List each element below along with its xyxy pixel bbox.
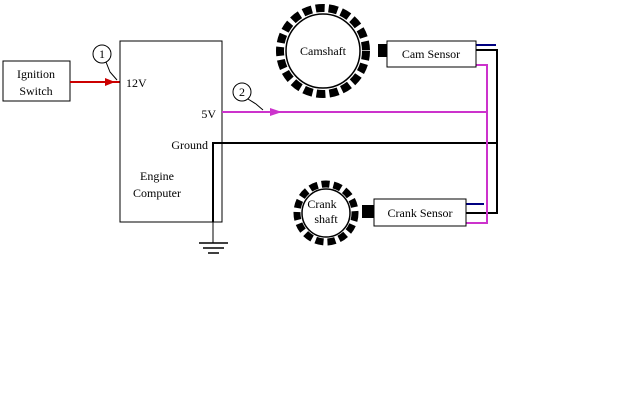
crank-sensor-label: Crank Sensor	[388, 206, 453, 220]
callout-2-label: 2	[239, 85, 245, 99]
callout-1: 1	[92, 44, 118, 81]
pin-5v-label: 5V	[201, 107, 216, 121]
engine-computer-label-1: Engine	[140, 169, 174, 183]
ignition-switch-label-2: Switch	[19, 84, 52, 98]
crankshaft-label-2: shaft	[314, 212, 338, 226]
ignition-switch: Ignition Switch	[2, 60, 71, 102]
wire-signal	[466, 44, 496, 205]
wire-12v	[70, 78, 120, 86]
callout-2: 2	[232, 82, 264, 111]
engine-computer-label-2: Computer	[133, 186, 181, 200]
cam-sensor: Cam Sensor	[378, 40, 477, 68]
crank-sensor: Crank Sensor	[362, 198, 467, 227]
ignition-switch-label-1: Ignition	[17, 67, 55, 81]
camshaft-label: Camshaft	[300, 44, 347, 58]
crankshaft-label-1: Crank	[307, 197, 336, 211]
ground-symbol	[199, 222, 228, 254]
engine-computer: 12V 5V Ground Engine Computer	[119, 40, 223, 223]
wire-5v	[222, 64, 488, 224]
cam-sensor-label: Cam Sensor	[402, 47, 460, 61]
pin-ground-label: Ground	[171, 138, 208, 152]
callout-1-label: 1	[99, 47, 105, 61]
camshaft-wheel: Camshaft	[276, 4, 370, 98]
pin-12v-label: 12V	[126, 76, 147, 90]
crankshaft-wheel: Crank shaft	[293, 180, 359, 246]
